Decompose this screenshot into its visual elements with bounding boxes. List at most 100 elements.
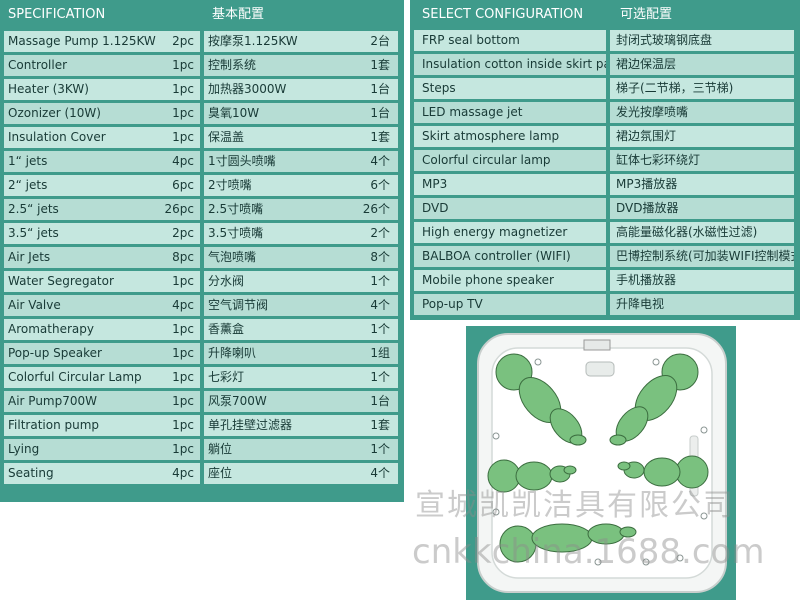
filter-icon <box>585 361 615 377</box>
spec-item-name-cn: 保温盖 <box>208 130 245 144</box>
spec-item-name: Pop-up Speaker <box>8 346 102 360</box>
spec-item-qty: 2pc <box>172 226 194 240</box>
spec-item-name: Air Pump700W <box>8 394 97 408</box>
spec-item-qty-cn: 1套 <box>370 58 390 72</box>
spec-item-name-cn: 1寸圆头喷嘴 <box>208 154 276 168</box>
spec-item-name-cn: 单孔挂壁过滤器 <box>208 418 293 432</box>
config-item-cn: 发光按摩喷嘴 <box>610 102 794 123</box>
config-item-cn: 高能量磁化器(水磁性过滤) <box>610 222 794 243</box>
spec-item-name: Aromatherapy <box>8 322 94 336</box>
spec-item-qty-cn: 4个 <box>370 466 390 480</box>
config-item-en: Pop-up TV <box>414 294 606 315</box>
spec-item-en: Water Segregator 1pc <box>4 271 200 292</box>
hot-tub-diagram <box>477 333 727 593</box>
hot-tub-top-view <box>466 326 736 600</box>
spec-item-qty-cn: 1个 <box>370 442 390 456</box>
jets <box>492 358 708 566</box>
config-item-cn: 巴博控制系统(可加装WIFI控制模式) <box>610 246 794 267</box>
spec-item-qty-cn: 1套 <box>370 130 390 144</box>
spec-item-qty: 26pc <box>164 202 194 216</box>
select-configuration-panel: SELECT CONFIGURATION 可选配置 FRP seal botto… <box>410 0 800 320</box>
config-row: Insulation cotton inside skirt panel裙边保温… <box>410 54 800 75</box>
config-item-en: Skirt atmosphere lamp <box>414 126 606 147</box>
config-item-cn: 封闭式玻璃钢底盘 <box>610 30 794 51</box>
config-row: BALBOA controller (WIFI)巴博控制系统(可加装WIFI控制… <box>410 246 800 267</box>
spec-item-name: Lying <box>8 442 40 456</box>
spec-item-qty: 2pc <box>172 34 194 48</box>
spec-item-qty: 1pc <box>172 82 194 96</box>
config-item-en: BALBOA controller (WIFI) <box>414 246 606 267</box>
configuration-header-en: SELECT CONFIGURATION <box>422 7 584 22</box>
spec-item-name: 3.5“ jets <box>8 226 59 240</box>
config-item-cn: MP3播放器 <box>610 174 794 195</box>
spec-row: Aromatherapy 1pc 香薰盒 1个 <box>4 319 400 340</box>
spec-item-name-cn: 香薰盒 <box>208 322 245 336</box>
spec-item-cn: 香薰盒 1个 <box>204 319 398 340</box>
spec-item-en: Heater (3KW) 1pc <box>4 79 200 100</box>
spec-item-name-cn: 分水阀 <box>208 274 245 288</box>
spec-item-qty: 8pc <box>172 250 194 264</box>
spec-item-cn: 七彩灯 1个 <box>204 367 398 388</box>
seat-middle-left <box>487 459 577 493</box>
spec-item-qty: 1pc <box>172 274 194 288</box>
spec-item-qty-cn: 1个 <box>370 370 390 384</box>
spec-item-name-cn: 控制系统 <box>208 58 257 72</box>
spec-item-name-cn: 七彩灯 <box>208 370 245 384</box>
config-item-en: Insulation cotton inside skirt panel <box>414 54 606 75</box>
spec-item-name-cn: 空气调节阀 <box>208 298 269 312</box>
spec-item-name: Water Segregator <box>8 274 114 288</box>
seat-top-right <box>609 353 699 446</box>
spec-item-name: Seating <box>8 466 54 480</box>
config-item-en: Mobile phone speaker <box>414 270 606 291</box>
spec-item-en: Ozonizer (10W)1pc <box>4 103 200 124</box>
config-item-cn: DVD播放器 <box>610 198 794 219</box>
spec-item-name-cn: 升降喇叭 <box>208 346 257 360</box>
spec-item-name: Colorful Circular Lamp <box>8 370 142 384</box>
spec-item-qty: 1pc <box>172 322 194 336</box>
spec-item-name: Controller <box>8 58 68 72</box>
spec-item-qty-cn: 1个 <box>370 322 390 336</box>
spec-item-name: 1“ jets <box>8 154 48 168</box>
config-item-en: MP3 <box>414 174 606 195</box>
spec-item-name-cn: 2寸喷嘴 <box>208 178 252 192</box>
spec-item-name: Heater (3KW) <box>8 82 89 96</box>
spec-item-qty-cn: 26个 <box>362 202 390 216</box>
config-item-cn: 裙边保温层 <box>610 54 794 75</box>
spec-item-qty: 4pc <box>172 154 194 168</box>
spec-item-qty-cn: 2台 <box>370 34 390 48</box>
spec-item-qty-cn: 1台 <box>370 106 390 120</box>
